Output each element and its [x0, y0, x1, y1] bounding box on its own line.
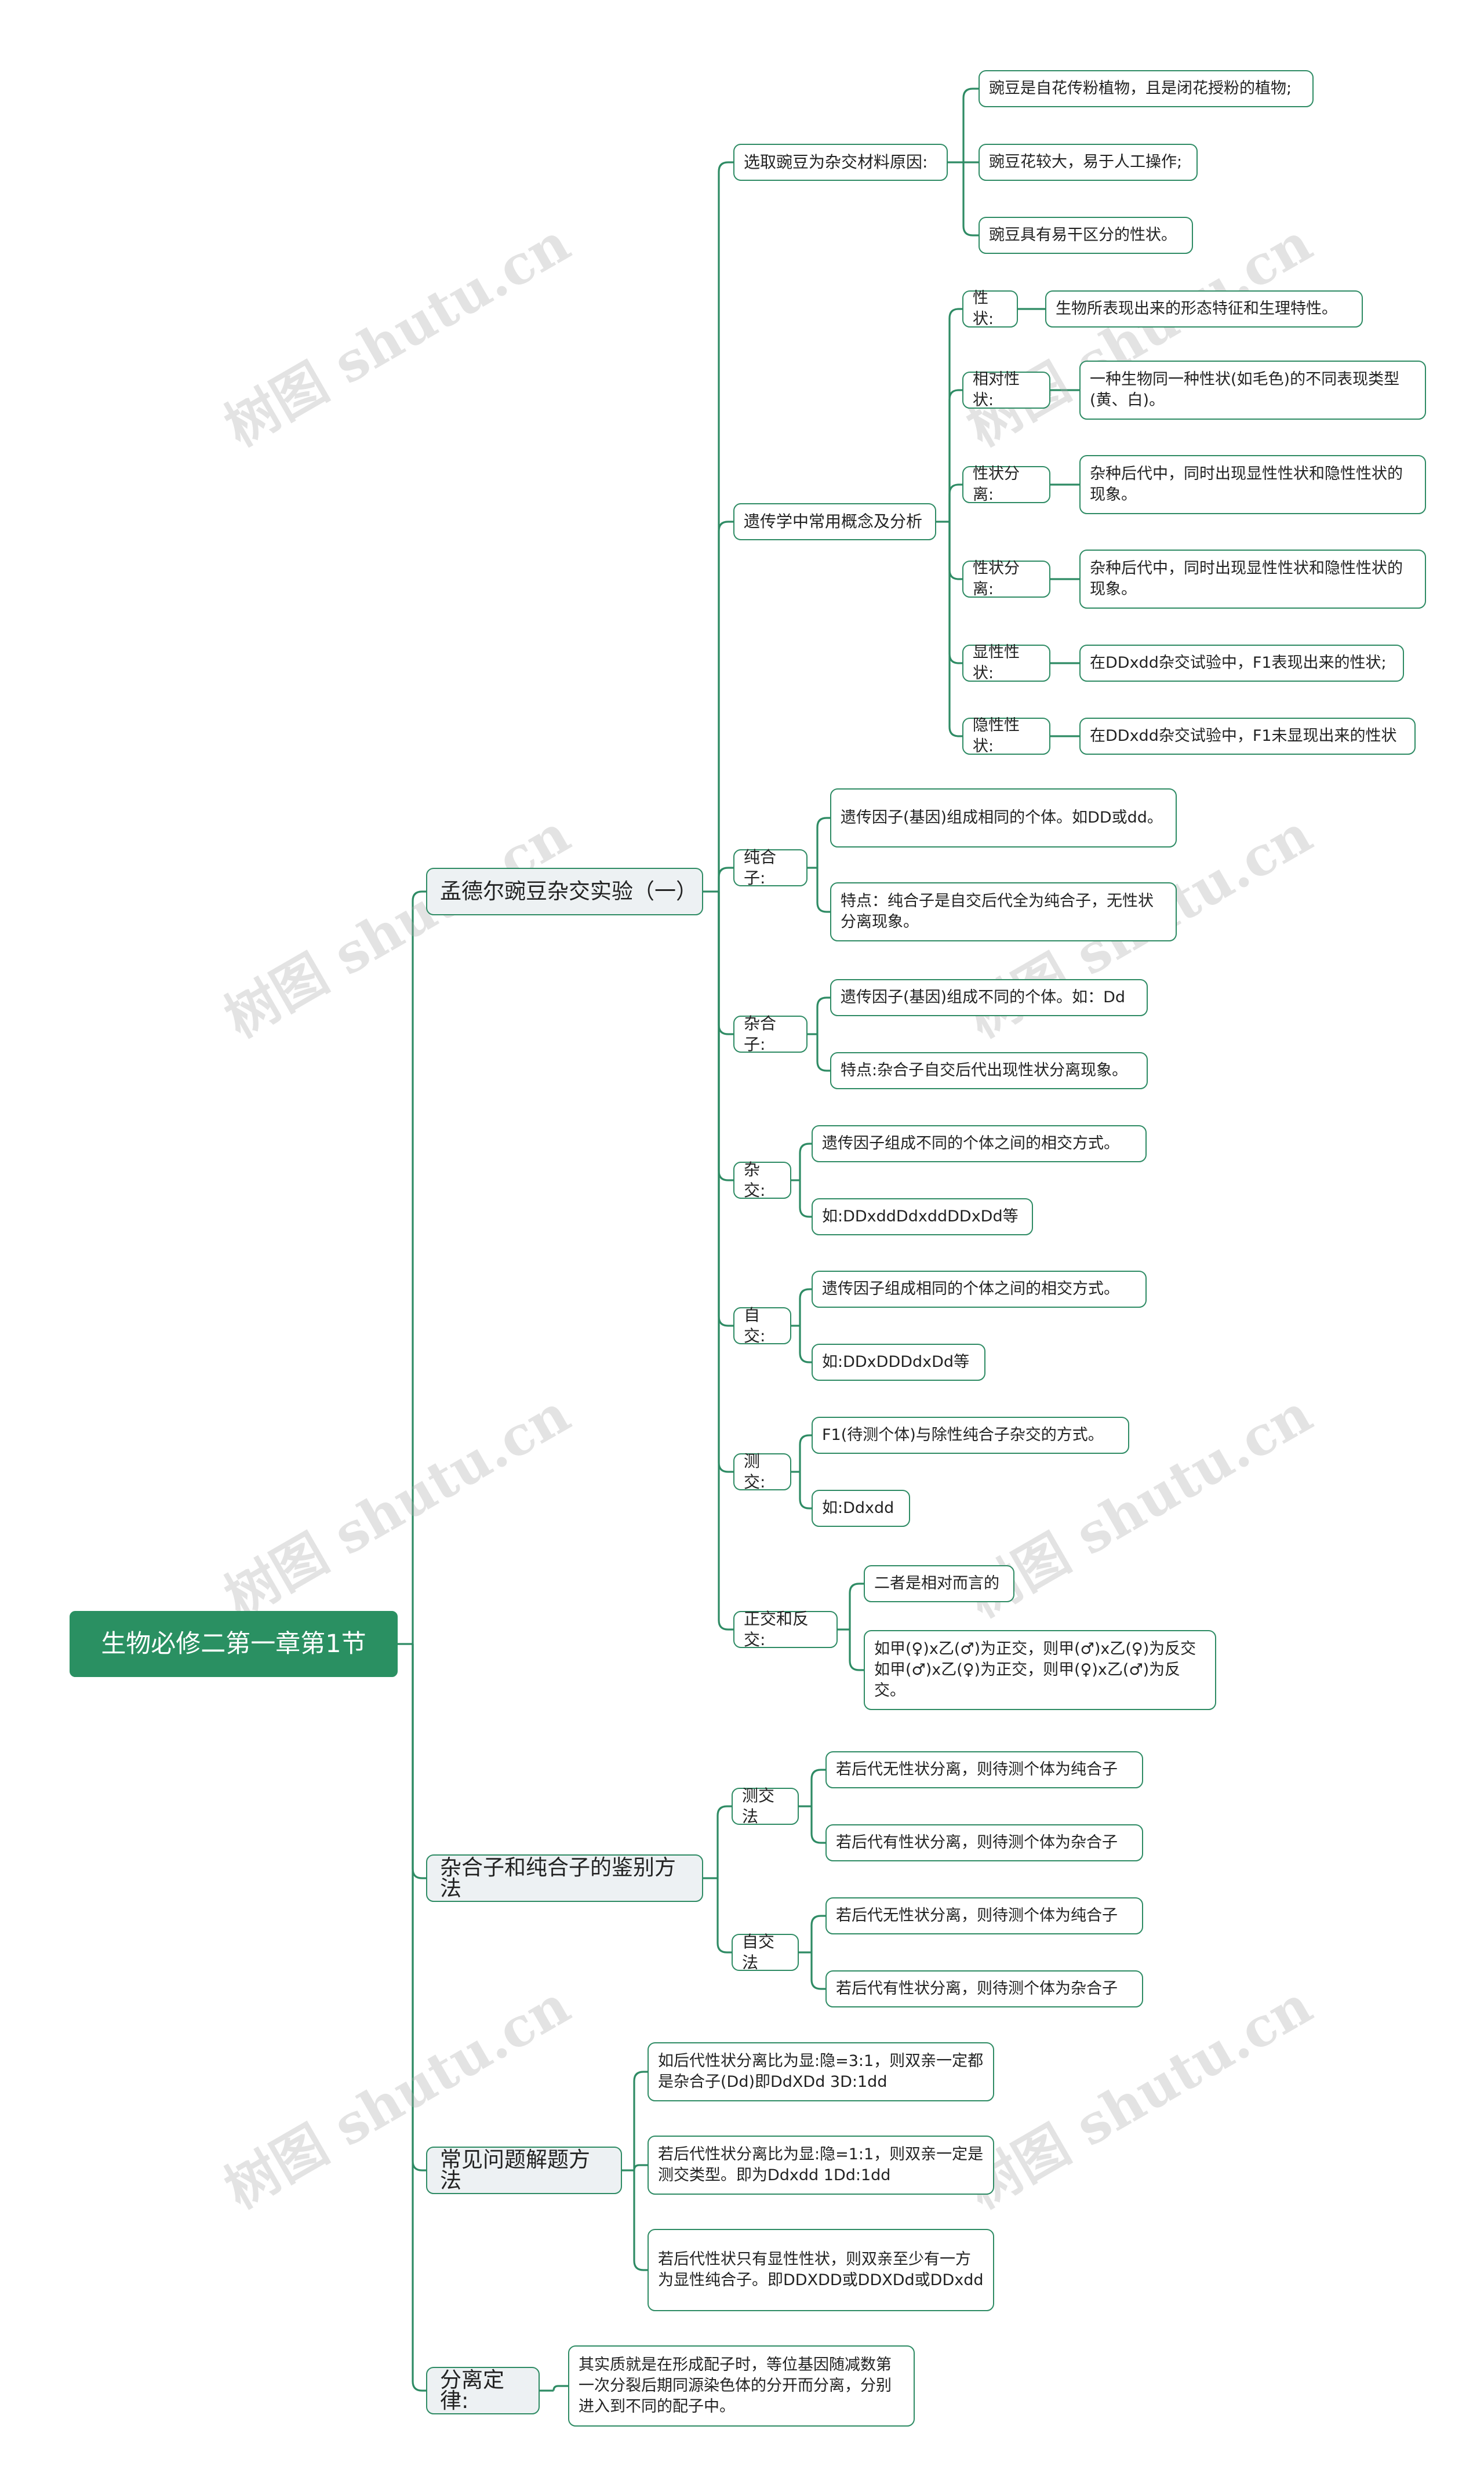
cross-item[interactable]: 遗传因子组成不同的个体之间的相交方式。: [812, 1125, 1147, 1162]
connector-line: [849, 1629, 864, 1671]
connector-line: [962, 88, 979, 162]
connector-line: [716, 1805, 732, 1878]
connector-line: [816, 996, 830, 1034]
concepts-node[interactable]: 遗传学中常用概念及分析: [733, 503, 936, 540]
reason-item[interactable]: 豌豆花较大，易于人工操作;: [979, 144, 1198, 181]
connector-line: [816, 1034, 830, 1072]
connector-line: [412, 1644, 426, 1879]
connector-line: [718, 161, 733, 892]
concept-description[interactable]: 生物所表现出来的形态特征和生理特性。: [1045, 290, 1363, 328]
concept-description[interactable]: 在DDxdd杂交试验中，F1未显现出来的性状: [1079, 718, 1416, 755]
heterozygote-item[interactable]: 特点:杂合子自交后代出现性状分离现象。: [830, 1052, 1148, 1089]
connector-line: [718, 892, 733, 1181]
testcross-item[interactable]: 如:Ddxdd: [812, 1490, 910, 1527]
concept-term[interactable]: 相对性状:: [962, 370, 1050, 409]
connector-line: [816, 817, 830, 868]
connector-line: [799, 1434, 812, 1472]
connector-line: [633, 2170, 648, 2271]
concept-description[interactable]: 一种生物同一种性状(如毛色)的不同表现类型(黄、白)。: [1079, 361, 1426, 420]
connector-line: [633, 2071, 648, 2170]
connector-line: [412, 890, 426, 1644]
concept-term[interactable]: 性状分离:: [962, 559, 1050, 598]
connector-line: [552, 2385, 568, 2391]
connector-line: [948, 389, 962, 522]
reason-item[interactable]: 豌豆是自花传粉植物，且是闭花授粉的植物;: [979, 70, 1314, 107]
connector-line: [799, 1180, 812, 1218]
problem-rule[interactable]: 如后代性状分离比为显:隐=3:1，则双亲一定都是杂合子(Dd)即DdXDd 3D…: [648, 2042, 994, 2101]
heterozygote-node[interactable]: 杂合子:: [733, 1014, 808, 1054]
heterozygote-item[interactable]: 遗传因子(基因)组成不同的个体。如：Dd: [830, 979, 1148, 1016]
concept-term[interactable]: 性状分离:: [962, 465, 1050, 504]
connector-line: [718, 892, 733, 1327]
connector-line: [816, 868, 830, 913]
reciprocal-item[interactable]: 如甲(♀)x乙(♂)为正交，则甲(♂)x乙(♀)为反交 如甲(♂)x乙(♀)为正…: [864, 1630, 1216, 1710]
connector-line: [718, 521, 733, 892]
homozygote-node[interactable]: 纯合子:: [733, 848, 808, 887]
branch-problem-solving[interactable]: 常见问题解题方法: [426, 2147, 622, 2194]
concept-description[interactable]: 杂种后代中，同时出现显性性状和隐性性状的现象。: [1079, 455, 1426, 514]
connector-line: [633, 2164, 648, 2171]
connector-line: [810, 1952, 825, 1990]
connector-line: [799, 1288, 812, 1326]
homozygote-item[interactable]: 特点：纯合子是自交后代全为纯合子，无性状分离现象。: [830, 882, 1177, 941]
connector-line: [962, 162, 979, 237]
concept-description[interactable]: 杂种后代中，同时出现显性性状和隐性性状的现象。: [1079, 550, 1426, 609]
method-result[interactable]: 若后代无性状分离，则待测个体为纯合子: [825, 1751, 1143, 1788]
connector-line: [849, 1583, 864, 1629]
testcross-node[interactable]: 测交:: [733, 1452, 791, 1492]
reason-node[interactable]: 选取豌豆为杂交材料原因:: [733, 144, 948, 181]
selfing-node[interactable]: 自交:: [733, 1305, 791, 1345]
segregation-law-description[interactable]: 其实质就是在形成配子时，等位基因随减数第一次分裂后期同源染色体的分开而分离，分别…: [568, 2345, 915, 2427]
reciprocal-item[interactable]: 二者是相对而言的: [864, 1565, 1014, 1602]
connector-line: [810, 1915, 825, 1952]
connector-line: [718, 892, 733, 1035]
connector-line: [948, 522, 962, 580]
connector-line: [948, 308, 962, 522]
reciprocal-cross-node[interactable]: 正交和反交:: [733, 1609, 838, 1649]
problem-rule[interactable]: 若后代性状分离比为显:隐=1:1，则双亲一定是测交类型。即为Ddxdd 1Dd:…: [648, 2136, 994, 2195]
homozygote-item[interactable]: 遗传因子(基因)组成相同的个体。如DD或dd。: [830, 788, 1177, 848]
branch-segregation-law[interactable]: 分离定律:: [426, 2367, 540, 2414]
concept-description[interactable]: 在DDxdd杂交试验中，F1表现出来的性状;: [1079, 645, 1404, 682]
connector-line: [412, 1644, 426, 2172]
concept-term[interactable]: 性状:: [962, 289, 1018, 328]
reason-item[interactable]: 豌豆具有易干区分的性状。: [979, 217, 1193, 254]
connector-line: [799, 1472, 812, 1510]
connector-line: [718, 892, 733, 1473]
cross-item[interactable]: 如:DDxddDdxddDDxDd等: [812, 1198, 1033, 1235]
connector-line: [716, 1878, 732, 1954]
method-result[interactable]: 若后代有性状分离，则待测个体为杂合子: [825, 1824, 1143, 1861]
testcross-item[interactable]: F1(待测个体)与除性纯合子杂交的方式。: [812, 1417, 1129, 1454]
selfing-method-node[interactable]: 自交法: [732, 1932, 799, 1972]
method-result[interactable]: 若后代有性状分离，则待测个体为杂合子: [825, 1970, 1143, 2007]
problem-rule[interactable]: 若后代性状只有显性性状，则双亲至少有一方为显性纯合子。即DDXDD或DDXDd或…: [648, 2229, 994, 2311]
concept-term[interactable]: 隐性性状:: [962, 716, 1050, 755]
cross-node[interactable]: 杂交:: [733, 1160, 791, 1200]
selfing-item[interactable]: 遗传因子组成相同的个体之间的相交方式。: [812, 1271, 1147, 1308]
connector-line: [799, 1326, 812, 1363]
connector-line: [810, 1769, 825, 1806]
branch-mendel-experiment[interactable]: 孟德尔豌豆杂交实验（一）: [426, 868, 703, 915]
selfing-item[interactable]: 如:DDxDDDdxDd等: [812, 1344, 985, 1381]
connector-line: [718, 892, 733, 1631]
connector-line: [718, 867, 733, 892]
connector-line: [948, 522, 962, 664]
testcross-method-node[interactable]: 测交法: [732, 1786, 799, 1826]
concept-term[interactable]: 显性性状:: [962, 643, 1050, 682]
connector-line: [948, 483, 962, 522]
root-node[interactable]: 生物必修二第一章第1节: [70, 1611, 398, 1677]
method-result[interactable]: 若后代无性状分离，则待测个体为纯合子: [825, 1897, 1143, 1934]
connector-line: [948, 522, 962, 737]
connector-line: [799, 1143, 812, 1180]
branch-identification-methods[interactable]: 杂合子和纯合子的鉴别方法: [426, 1854, 703, 1902]
connector-line: [412, 1644, 426, 2392]
connector-line: [810, 1806, 825, 1844]
